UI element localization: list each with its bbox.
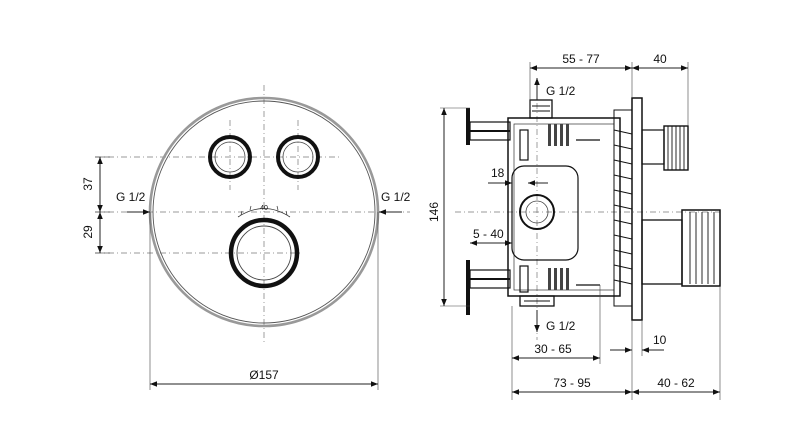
push-button-left [208,135,252,179]
cartridge-port [519,194,555,230]
dim-10 [610,320,664,400]
spindle-top [641,125,689,171]
front-view: 40 37 29 G 1/2 G 1/2 Ø157 [81,85,411,390]
spindle-bottom [641,209,721,287]
dim-40-62 [632,286,721,400]
temperature-scale-arc [237,208,291,218]
dim-73-95-label: 73 - 95 [553,376,591,390]
temperature-knob [228,217,300,289]
dim-37-label: 37 [81,177,95,191]
dim-diameter-label: Ø157 [249,368,279,382]
outlet-top [529,99,553,119]
dim-146 [440,107,470,307]
faceplate-inner-outline [152,100,376,324]
mounting-bar-top [466,108,511,145]
dim-18-label: 18 [491,166,505,180]
dim-10-label: 10 [653,333,667,347]
inlet-left-label: G 1/2 [116,190,146,204]
wall-flange [631,97,643,321]
dim-diameter [149,212,379,390]
plaster-guard-thread [613,109,633,307]
dim-40-top [632,62,689,126]
outlet-bottom [519,295,555,307]
scale-ticks [240,205,288,216]
dim-30-65-label: 30 - 65 [534,342,572,356]
dim-37 [95,156,110,213]
dim-40-62-label: 40 - 62 [657,376,695,390]
push-button-right [276,135,320,179]
outlet-top-label: G 1/2 [546,84,576,98]
scale-40-label: 40 [260,205,268,212]
dim-29-label: 29 [81,225,95,239]
dim-29 [95,212,110,254]
inlet-right-label: G 1/2 [381,190,411,204]
dim-55-77-label: 55 - 77 [562,52,600,66]
dim-40-top-label: 40 [653,52,667,66]
dim-5-40-label: 5 - 40 [473,227,504,241]
mounting-bar-bottom [466,260,511,315]
dim-146-label: 146 [427,202,441,222]
side-view: G 1/2 G 1/2 55 - 77 40 146 18 [427,52,721,400]
dim-30-65 [511,285,601,400]
valve-body [507,117,621,297]
outlet-bottom-label: G 1/2 [546,319,576,333]
